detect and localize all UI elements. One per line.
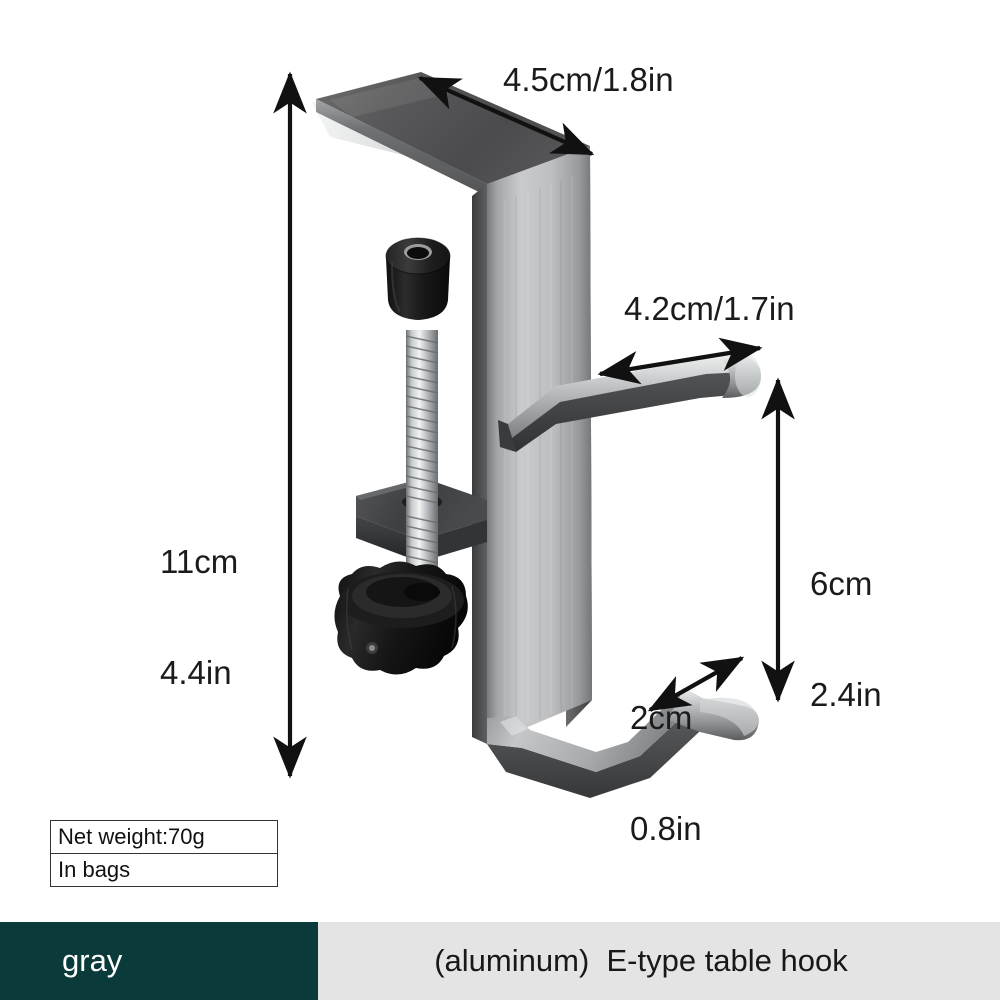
dimension-lines — [273, 71, 795, 779]
color-variant-band: gray — [0, 922, 318, 1000]
product-footer-bar: gray (aluminum) E-type table hook — [0, 922, 1000, 1000]
table-row: In bags — [51, 854, 277, 887]
dimension-label-total-height-cm: 11cm — [160, 542, 239, 580]
dimension-label-hook-drop: 6cm 2.4in — [810, 492, 882, 788]
packaging-value: In bags — [58, 857, 131, 882]
dimension-label-lower-hook-tip-in: 0.8in — [630, 809, 702, 847]
clamp-body — [312, 72, 762, 798]
dimension-label-top-width: 4.5cm/1.8in — [503, 61, 674, 98]
dimension-label-hook-drop-cm: 6cm — [810, 564, 873, 602]
dimension-label-hook-drop-in: 2.4in — [810, 675, 882, 713]
color-variant-label: gray — [62, 943, 123, 978]
net-weight-value: Net weight:70g — [58, 824, 205, 849]
dimension-line-upper-hook — [597, 337, 763, 385]
dimension-line-lower-hook-tip — [647, 656, 745, 712]
dimension-label-lower-hook-tip: 2cm 0.8in — [630, 626, 702, 922]
dimension-label-upper-hook: 4.2cm/1.7in — [624, 290, 795, 327]
dimension-line-top-width — [417, 76, 595, 156]
dimension-label-total-height: 11cm 4.4in — [160, 470, 238, 766]
dimension-label-total-height-in: 4.4in — [160, 653, 232, 691]
product-info-table: Net weight:70g In bags — [50, 820, 278, 887]
screw-knob-cap — [385, 237, 451, 320]
table-row: Net weight:70g — [51, 821, 277, 854]
dimension-label-lower-hook-tip-cm: 2cm — [630, 698, 693, 736]
product-name-band: (aluminum) E-type table hook — [318, 922, 1000, 1000]
clamp-bottom-knob — [334, 561, 468, 675]
clamp-vertical-spine — [472, 146, 592, 744]
product-name-label: (aluminum) E-type table hook — [434, 943, 848, 978]
